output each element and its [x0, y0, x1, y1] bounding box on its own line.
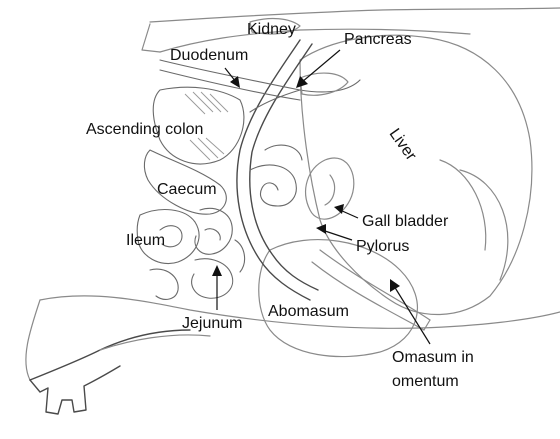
label-kidney: Kidney: [247, 21, 296, 38]
label-ileum: Ileum: [126, 232, 165, 249]
label-duodenum: Duodenum: [170, 47, 248, 64]
abomasum-outline: [258, 239, 418, 358]
label-pylorus: Pylorus: [356, 238, 409, 255]
label-liver: Liver: [386, 126, 420, 165]
body-outline: [25, 7, 560, 415]
omasum-arrow: [393, 285, 431, 345]
label-gall-bladder: Gall bladder: [362, 213, 449, 230]
label-ascending-colon: Ascending colon: [86, 121, 203, 138]
label-jejunum: Jejunum: [182, 315, 242, 332]
labels: Kidney Pancreas Duodenum Ascending colon…: [86, 21, 474, 390]
label-abomasum: Abomasum: [268, 303, 349, 320]
kidney-outline: [249, 17, 301, 35]
pancreas-arrow: [301, 49, 341, 83]
liver-outline: [299, 34, 533, 316]
duodenum-tubes: [159, 39, 361, 301]
small-intestine-coils: [136, 144, 303, 300]
pancreas-outline: [299, 72, 349, 96]
label-pancreas: Pancreas: [344, 31, 412, 48]
ascending-colon-outline: [152, 86, 245, 165]
gall-bladder-outline: [305, 157, 355, 220]
gall-bladder-arrow: [339, 209, 359, 219]
caecum-outline: [143, 149, 227, 215]
pylorus-arrow: [321, 229, 353, 241]
omasum-outline: [311, 249, 431, 331]
arrows: [212, 49, 431, 345]
label-omasum-line1: Omasum in: [392, 349, 474, 366]
label-caecum: Caecum: [157, 181, 217, 198]
label-omasum-line2: omentum: [392, 373, 459, 390]
